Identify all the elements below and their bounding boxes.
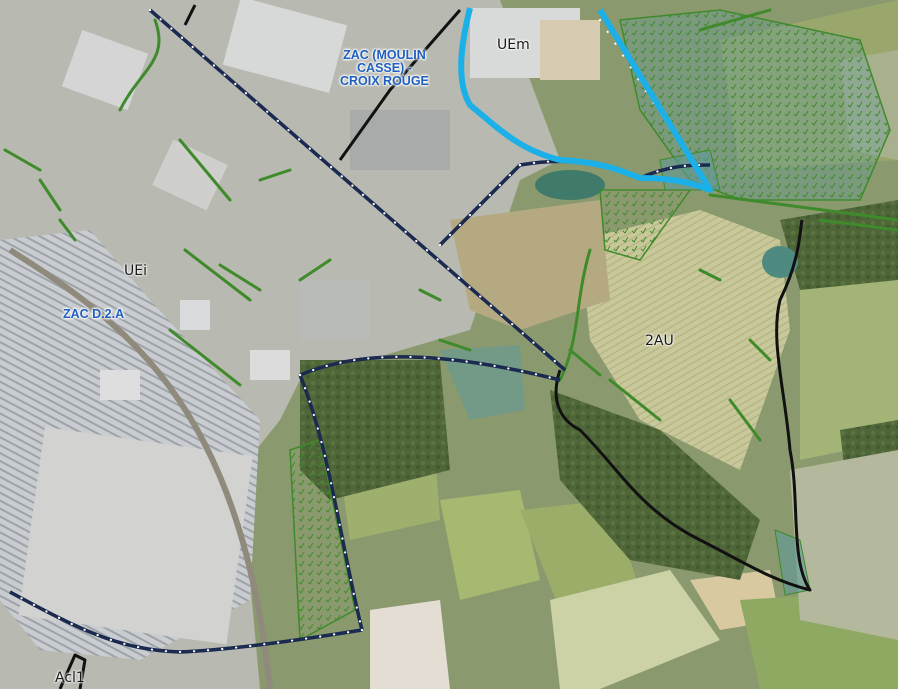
field bbox=[450, 200, 610, 330]
building bbox=[300, 280, 370, 340]
field bbox=[580, 210, 790, 470]
protected-woodland-zone bbox=[599, 189, 692, 261]
residential-area bbox=[790, 450, 898, 640]
woodland bbox=[300, 360, 450, 500]
protected-woodland-zone bbox=[289, 439, 356, 642]
warehouse-top-2 bbox=[61, 29, 149, 111]
railway bbox=[8, 247, 273, 689]
zac-moulin-casse-boundary bbox=[458, 7, 713, 193]
pond bbox=[762, 246, 798, 278]
building bbox=[152, 139, 228, 211]
woodland bbox=[780, 200, 898, 290]
field bbox=[370, 600, 450, 689]
warehouse-block bbox=[18, 427, 253, 645]
building bbox=[180, 300, 210, 330]
parking-lot bbox=[350, 110, 450, 170]
warehouse-top bbox=[222, 0, 348, 94]
hedgerow-lines bbox=[3, 8, 898, 442]
building bbox=[100, 370, 140, 400]
field bbox=[800, 260, 898, 460]
pond bbox=[535, 170, 605, 200]
field bbox=[440, 490, 540, 600]
yard bbox=[540, 20, 600, 80]
wetland-zone bbox=[440, 345, 525, 420]
building bbox=[250, 350, 290, 380]
field bbox=[550, 570, 720, 689]
woodland bbox=[550, 390, 760, 580]
